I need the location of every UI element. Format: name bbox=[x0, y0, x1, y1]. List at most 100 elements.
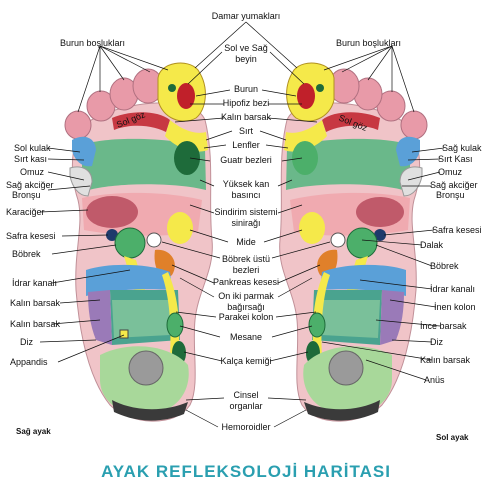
label-beyin: beyin bbox=[235, 54, 257, 64]
label-bronsu-left: Bronşu bbox=[12, 190, 41, 200]
label-organlar: organlar bbox=[229, 401, 262, 411]
caption-left-foot: Sol ayak bbox=[436, 433, 469, 442]
label-anus: Anüs bbox=[424, 375, 445, 385]
label-bobrek-left: Böbrek bbox=[12, 249, 41, 259]
label-safra-kesesi-right: Safra kesesi bbox=[432, 225, 482, 235]
label-burun: Burun bbox=[234, 84, 258, 94]
label-damar-yumaklari: Damar yumakları bbox=[212, 11, 281, 21]
label-inen-kolon: İnen kolon bbox=[434, 302, 476, 312]
right-foot-colon-purple bbox=[88, 290, 112, 345]
label-bezleri: bezleri bbox=[233, 265, 260, 275]
label-safra-kesesi-left: Safra kesesi bbox=[6, 231, 56, 241]
label-sag-akciger-right: Sağ akciğer bbox=[430, 180, 478, 190]
right-foot-appendix-zone bbox=[119, 329, 129, 339]
label-mesane: Mesane bbox=[230, 332, 262, 342]
label-sol-kulak: Sol kulak bbox=[14, 143, 51, 153]
label-kalin-barsak-left-1: Kalın barsak bbox=[10, 298, 61, 308]
leader-lines bbox=[39, 21, 445, 428]
page-title: AYAK REFLEKSOLOJİ HARİTASI bbox=[101, 462, 391, 481]
label-bronsu-right: Bronşu bbox=[436, 190, 465, 200]
right-foot-spine-zone bbox=[165, 120, 208, 152]
label-omuz-left: Omuz bbox=[20, 167, 45, 177]
left-foot-brain-dot bbox=[316, 84, 324, 92]
left-foot-spine-zone bbox=[284, 120, 327, 152]
right-foot-eye-zone bbox=[112, 112, 170, 132]
label-sinirag: sinirağı bbox=[231, 218, 260, 228]
label-cinsel: Cinsel bbox=[233, 390, 258, 400]
caption-right-foot: Sağ ayak bbox=[16, 427, 51, 436]
label-dalak: Dalak bbox=[420, 240, 444, 250]
right-foot-toe-5 bbox=[64, 110, 92, 140]
left-foot-thyroid-zone bbox=[292, 141, 318, 175]
label-ince-barsak: İnce barsak bbox=[420, 321, 467, 331]
label-guatr-bezleri: Guatr bezleri bbox=[220, 155, 272, 165]
label-basinci: basıncı bbox=[231, 190, 260, 200]
left-foot-kidney-zone bbox=[346, 227, 378, 259]
label-hipofiz-bezi: Hipofiz bezi bbox=[223, 98, 270, 108]
left-foot-adrenal-zone bbox=[330, 232, 346, 248]
label-sindirim-sistemi: Sindirim sistemi bbox=[214, 207, 277, 217]
right-foot-thyroid-zone bbox=[174, 141, 200, 175]
label-hemoroidler: Hemoroidler bbox=[221, 422, 270, 432]
label-omuz-right: Omuz bbox=[438, 167, 463, 177]
label-sirt-kasi-right: Sırt Kası bbox=[438, 154, 473, 164]
label-bagirsagi: bağırsağı bbox=[227, 302, 265, 312]
right-foot-brain-dot bbox=[168, 84, 176, 92]
left-labels: Burun boşlukları Sol kulak Sırt kası Omu… bbox=[6, 38, 125, 367]
right-foot-small-intestine bbox=[112, 300, 170, 338]
label-kalin-barsak-left-2: Kalın barsak bbox=[10, 319, 61, 329]
right-labels: Burun boşlukları Sağ kulak Sırt Kası Omu… bbox=[336, 38, 482, 385]
label-burun-bosluklari-right: Burun boşlukları bbox=[336, 38, 401, 48]
label-sirt: Sırt bbox=[239, 126, 254, 136]
center-labels: Damar yumakları Sol ve Sağ beyin Burun H… bbox=[212, 11, 281, 432]
left-foot-colon-purple bbox=[380, 290, 404, 345]
right-foot-ear-zone bbox=[72, 136, 96, 167]
right-foot-sciatic-zone bbox=[128, 350, 164, 386]
label-idrar-kanali-left: İdrar kanalı bbox=[12, 278, 57, 288]
label-appandis: Appandis bbox=[10, 357, 48, 367]
label-sirt-kasi-left: Sırt kası bbox=[14, 154, 47, 164]
left-foot-sciatic-zone bbox=[328, 350, 364, 386]
right-foot-hemorrhoid-zone bbox=[112, 400, 188, 421]
label-karaciger: Karaciğer bbox=[6, 207, 45, 217]
left-foot-spleen-zone bbox=[374, 229, 386, 241]
label-diz-right: Diz bbox=[430, 337, 443, 347]
left-foot-ear-zone bbox=[396, 136, 420, 167]
right-foot-pituitary-zone bbox=[177, 83, 195, 109]
left-foot-shoulder-zone bbox=[399, 166, 423, 197]
left-foot-bladder-zone bbox=[308, 312, 326, 338]
left-foot-small-intestine bbox=[322, 300, 380, 338]
label-sol-ve-sag: Sol ve Sağ bbox=[224, 43, 268, 53]
label-diz-left: Diz bbox=[20, 337, 33, 347]
right-foot-bladder-zone bbox=[166, 312, 184, 338]
left-foot-eye-zone bbox=[322, 112, 380, 132]
left-foot-hemorrhoid-zone bbox=[304, 400, 380, 421]
label-mide: Mide bbox=[236, 237, 256, 247]
label-sag-kulak: Sağ kulak bbox=[442, 143, 482, 153]
left-foot-pituitary-zone bbox=[297, 83, 315, 109]
right-foot-colon-blue bbox=[86, 264, 172, 296]
left-foot-stomach-zone bbox=[299, 212, 325, 244]
left-foot bbox=[279, 62, 428, 422]
label-parakei-kolon: Parakei kolon bbox=[219, 312, 274, 322]
label-kalin-barsak-center: Kalın barsak bbox=[221, 112, 272, 122]
label-kalca-kemigi: Kalça kemiği bbox=[220, 356, 271, 366]
label-bobrek-ustu: Böbrek üstü bbox=[222, 254, 270, 264]
right-foot-kidney-zone bbox=[114, 227, 146, 259]
label-sag-akciger-left: Sağ akciğer bbox=[6, 180, 54, 190]
left-foot-heart-core bbox=[356, 197, 404, 227]
right-foot-stomach-zone bbox=[167, 212, 193, 244]
right-foot: Sol göz bbox=[64, 62, 213, 422]
right-foot-liver-core bbox=[86, 196, 138, 228]
label-pankreas-kesesi: Pankreas kesesi bbox=[213, 277, 279, 287]
label-burun-bosluklari-left: Burun boşlukları bbox=[60, 38, 125, 48]
right-foot-shoulder-zone bbox=[69, 166, 93, 197]
label-bobrek-right: Böbrek bbox=[430, 261, 459, 271]
label-yuksek-kan: Yüksek kan bbox=[223, 179, 270, 189]
label-kalin-barsak-right: Kalın barsak bbox=[420, 355, 471, 365]
right-foot-adrenal-zone bbox=[146, 232, 162, 248]
right-foot-gallbladder-zone bbox=[106, 229, 118, 241]
left-foot-toe-5 bbox=[400, 110, 428, 140]
